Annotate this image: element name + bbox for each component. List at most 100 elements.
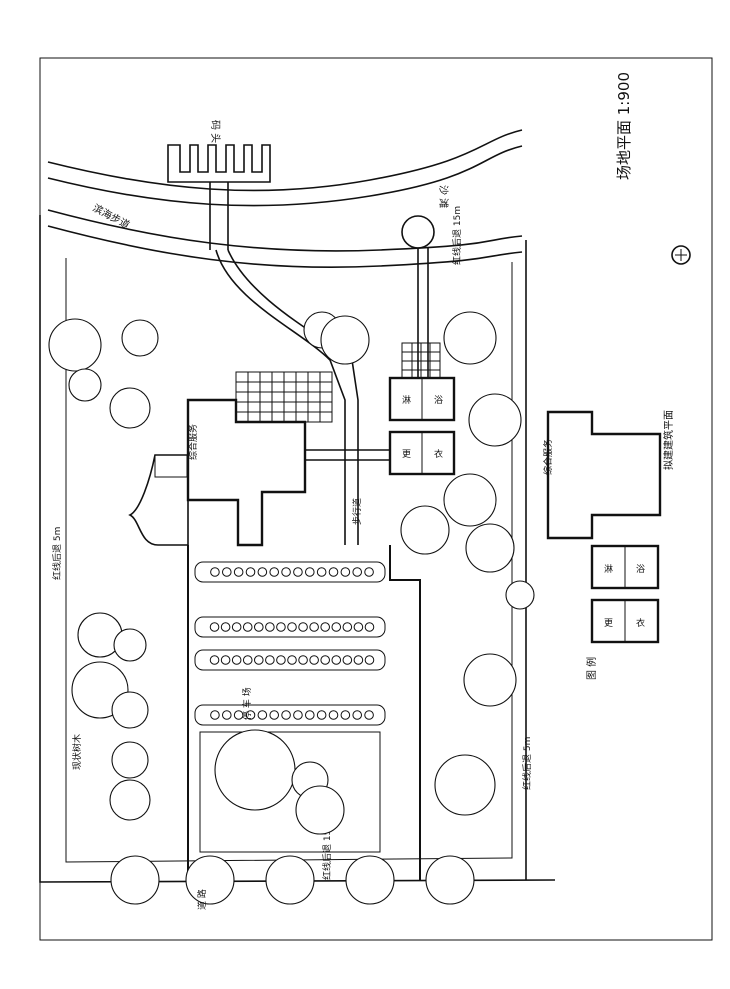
parking-stall xyxy=(209,655,220,665)
service-label: 综合服务 xyxy=(187,424,199,460)
parking-stall xyxy=(242,655,253,665)
parking-stall xyxy=(253,622,264,632)
parking-stall xyxy=(276,655,286,665)
link-path xyxy=(305,449,390,461)
parking-stall xyxy=(269,567,280,577)
parking-stall xyxy=(320,622,331,632)
parking-row xyxy=(194,649,386,671)
entry-deck xyxy=(154,454,188,478)
existing-trees xyxy=(48,311,535,905)
parking-stall xyxy=(231,622,242,632)
setback-right-label: 红线后退 5m xyxy=(521,737,533,790)
tree xyxy=(121,319,159,357)
parking-stall xyxy=(364,567,374,577)
tree xyxy=(465,523,515,573)
parking-stall xyxy=(221,567,232,577)
shoreline-1 xyxy=(47,209,523,252)
parking-stall xyxy=(304,567,315,577)
parking-stall xyxy=(245,567,256,577)
entry-pavilion xyxy=(128,454,189,546)
parking-row xyxy=(194,616,386,638)
coastline-line-1 xyxy=(47,129,523,192)
parking-stall xyxy=(342,655,353,665)
tree xyxy=(505,580,535,610)
beach-landing xyxy=(401,215,435,249)
proposed-service-plan xyxy=(546,410,662,540)
parking-stall xyxy=(353,655,364,665)
parking-stall xyxy=(209,622,220,632)
setback-left-label: 红线后退 5m xyxy=(51,527,63,580)
tree xyxy=(111,741,149,779)
parking-stall xyxy=(233,567,244,577)
tree xyxy=(443,311,497,365)
dock-stem xyxy=(209,182,229,250)
north-arrow-icon xyxy=(671,245,691,265)
tree xyxy=(295,785,345,835)
parking-stall xyxy=(298,655,308,665)
parking-stall xyxy=(220,655,231,665)
lot-greenspace xyxy=(199,731,381,853)
parking-stall xyxy=(342,622,353,632)
parking-stall xyxy=(352,710,363,720)
parking-stall xyxy=(242,622,253,632)
parking-stall xyxy=(316,567,327,577)
dock-label: 码 头 xyxy=(209,120,221,143)
shower-label-b: 浴 xyxy=(434,395,443,406)
parking-stall xyxy=(331,655,342,665)
tree xyxy=(111,691,149,729)
parking-stall xyxy=(281,710,291,720)
parking-label: 停 车 场 xyxy=(241,687,253,720)
parking-access xyxy=(187,545,421,880)
plan-title: 场地平面 1:900 xyxy=(615,72,633,180)
dock-pier xyxy=(167,144,271,183)
tree xyxy=(109,779,151,821)
footpath-label: 步行道 xyxy=(351,498,363,525)
tree xyxy=(109,387,151,429)
shoreline-2 xyxy=(47,225,523,269)
parking-stall xyxy=(233,710,244,720)
coastline-line-2 xyxy=(47,145,523,207)
parking-stall xyxy=(364,710,374,720)
parking-stall xyxy=(293,710,303,720)
parking-row xyxy=(194,704,386,726)
parking-stall xyxy=(287,655,297,665)
parking-stall xyxy=(231,655,242,665)
parking-stall xyxy=(210,710,220,720)
parking-stall xyxy=(221,710,232,720)
proposed-service-label: 综合服务 xyxy=(542,439,554,475)
setback-top-label: 红线后退 15m xyxy=(451,206,463,265)
legend-title: 图 例 xyxy=(585,657,598,680)
parking-stall xyxy=(320,655,331,665)
trees-label: 现状树木 xyxy=(71,734,83,770)
tree xyxy=(185,855,235,905)
tree xyxy=(320,315,370,365)
parking-stall xyxy=(364,655,375,665)
parking-stall xyxy=(210,567,220,577)
shower-label-a: 淋 xyxy=(402,394,411,406)
tree xyxy=(468,393,522,447)
parking-stall xyxy=(245,710,256,720)
parking-stall xyxy=(304,710,315,720)
legend-change-a: 更 xyxy=(604,618,613,629)
tree xyxy=(68,368,102,402)
tree xyxy=(48,318,102,372)
proposed-title: 拟建建筑平面 xyxy=(662,410,675,470)
tree xyxy=(463,653,517,707)
changing-label-a: 更 xyxy=(402,449,411,460)
terrace-grid xyxy=(236,372,332,422)
tree xyxy=(110,855,160,905)
parking-stall xyxy=(287,622,297,632)
parking-stalls xyxy=(194,561,386,726)
parking-stall xyxy=(328,710,339,720)
tree xyxy=(345,855,395,905)
beach-walk xyxy=(417,248,429,380)
parking-stall xyxy=(257,567,268,577)
legend-change-b: 衣 xyxy=(636,617,645,629)
parking-stall xyxy=(253,655,264,665)
tree xyxy=(113,628,147,662)
parking-stall xyxy=(331,622,342,632)
legend-shower-b: 浴 xyxy=(636,564,645,575)
parking-stall xyxy=(265,622,275,632)
parking-stall xyxy=(316,710,327,720)
tree xyxy=(425,855,475,905)
